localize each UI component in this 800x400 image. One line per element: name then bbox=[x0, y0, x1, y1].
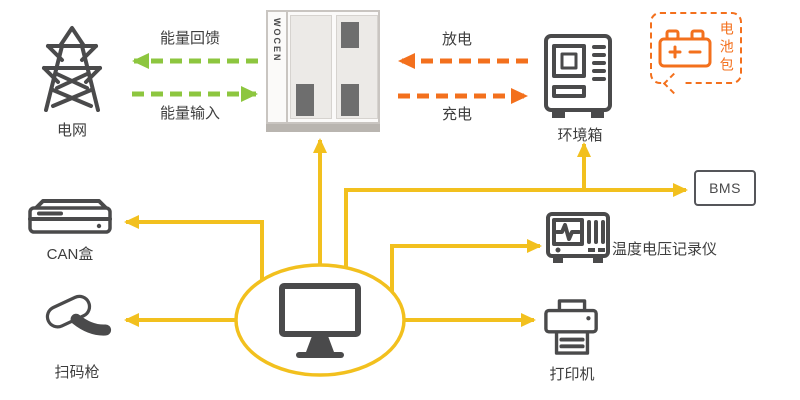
cabinet-body: WOCEN bbox=[266, 10, 380, 124]
node-scanner: 扫码枪 bbox=[40, 284, 114, 382]
printer-icon bbox=[544, 299, 598, 355]
grid-label: 电网 bbox=[56, 122, 87, 139]
flow-label-energy-input: 能量输入 bbox=[159, 105, 220, 122]
battery-icon bbox=[658, 29, 712, 68]
node-can-box: CAN盒 bbox=[26, 198, 114, 264]
recorder-label: 温度电压记录仪 bbox=[612, 241, 718, 258]
node-environment-chamber: 环境箱 bbox=[540, 33, 620, 145]
node-power-grid: 电网 bbox=[30, 22, 114, 140]
data-recorder-icon bbox=[546, 212, 610, 263]
node-printer: 打印机 bbox=[536, 296, 608, 384]
battery-pack-callout: 电池包 bbox=[650, 12, 742, 95]
flow-label-discharge: 放电 bbox=[441, 31, 472, 48]
bms-label: BMS bbox=[709, 180, 741, 196]
battery-pack-label: 电池包 bbox=[718, 21, 735, 75]
scanner-label: 扫码枪 bbox=[54, 364, 100, 381]
node-tester-cabinet: WOCEN bbox=[266, 10, 380, 132]
power-tower-icon bbox=[42, 26, 102, 112]
barcode-scanner-icon bbox=[45, 294, 112, 336]
cabinet-base bbox=[266, 124, 380, 132]
can-box-icon bbox=[28, 199, 112, 234]
can-box-label: CAN盒 bbox=[46, 246, 94, 263]
node-bms: BMS bbox=[694, 170, 756, 206]
printer-label: 打印机 bbox=[549, 366, 595, 383]
link-hub-recorder bbox=[390, 239, 542, 320]
cabinet-vent bbox=[341, 22, 359, 48]
node-recorder bbox=[546, 212, 610, 271]
flow-label-charge: 充电 bbox=[441, 106, 472, 123]
cabinet-vent bbox=[296, 84, 314, 116]
environment-chamber-icon bbox=[544, 34, 612, 118]
flow-label-energy-feedback: 能量回馈 bbox=[159, 30, 220, 47]
cabinet-side-strip: WOCEN bbox=[268, 12, 288, 122]
tester-brand-label: WOCEN bbox=[272, 18, 282, 63]
cabinet-vent bbox=[341, 84, 359, 116]
chamber-label: 环境箱 bbox=[557, 127, 603, 144]
computer-monitor-icon bbox=[279, 283, 361, 358]
